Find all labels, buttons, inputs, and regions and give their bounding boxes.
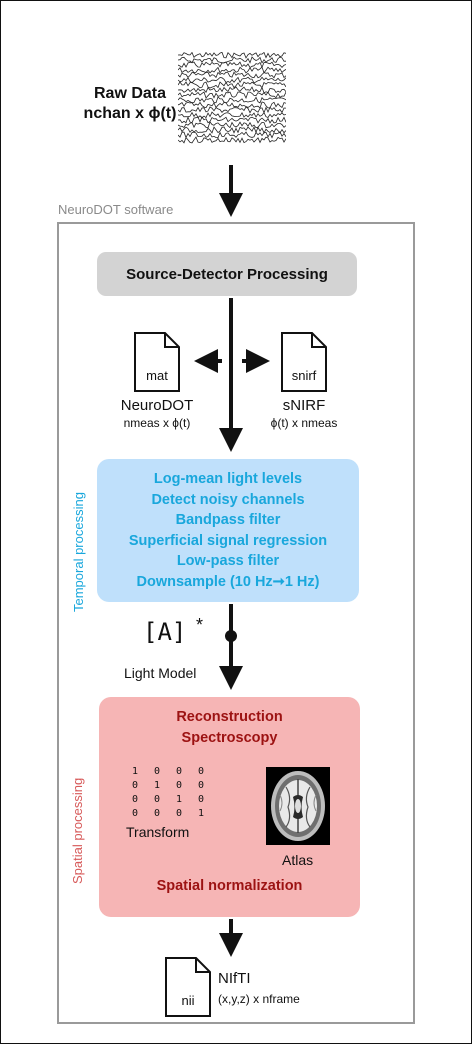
signal-trace bbox=[178, 76, 286, 84]
snirf-dims: ϕ(t) x nmeas bbox=[270, 416, 338, 430]
signal-trace bbox=[178, 106, 286, 114]
signal-trace bbox=[178, 66, 286, 74]
raw-data-title: Raw Data bbox=[93, 85, 167, 102]
signal-trace bbox=[178, 96, 286, 104]
signal-trace bbox=[178, 131, 286, 139]
signal-trace bbox=[178, 101, 286, 109]
mat-icon-text: mat bbox=[146, 368, 168, 383]
temporal-step-noisy: Detect noisy channels bbox=[151, 491, 305, 508]
snirf-icon-text: snirf bbox=[291, 368, 317, 383]
spatial-side-label: Spatial processing bbox=[70, 777, 85, 884]
temporal-step-lowpass: Low-pass filter bbox=[176, 553, 280, 569]
spatial-step-spectroscopy: Spectroscopy bbox=[181, 730, 278, 746]
nii-file-icon bbox=[165, 957, 211, 1017]
nifti-dims: (x,y,z) x nframe bbox=[218, 992, 300, 1006]
raw-data-label: Raw Data nchan x ϕ(t) bbox=[70, 84, 190, 124]
raw-signal-traces bbox=[178, 52, 286, 144]
snirf-label: sNIRF bbox=[282, 397, 326, 414]
temporal-step-log-mean: Log-mean light levels bbox=[153, 471, 303, 487]
temporal-side-label: Temporal processing bbox=[71, 492, 86, 612]
signal-trace bbox=[178, 91, 286, 100]
light-model-node bbox=[225, 630, 237, 642]
temporal-step-downsample: Downsample (10 Hz➞1 Hz) bbox=[136, 573, 320, 590]
software-label: NeuroDOT software bbox=[58, 202, 174, 217]
atlas-label: Atlas bbox=[282, 852, 314, 868]
mat-file-icon bbox=[134, 332, 180, 392]
light-model-label: Light Model bbox=[124, 665, 197, 681]
signal-trace bbox=[178, 81, 286, 89]
signal-trace bbox=[178, 52, 286, 59]
spatial-normalization: Spatial normalization bbox=[156, 878, 303, 894]
light-model-star: * bbox=[196, 615, 204, 635]
software-box bbox=[57, 222, 415, 1024]
transform-label: Transform bbox=[126, 824, 190, 840]
signal-trace bbox=[178, 136, 286, 144]
raw-data-dims: nchan x ϕ(t) bbox=[83, 105, 177, 122]
signal-trace bbox=[178, 61, 286, 69]
nii-icon-text: nii bbox=[181, 993, 195, 1008]
light-model-matrix: [A] bbox=[143, 618, 187, 646]
spatial-steps: Reconstruction Spectroscopy bbox=[99, 707, 360, 749]
signal-trace bbox=[178, 121, 286, 129]
brain-atlas-image bbox=[266, 767, 330, 845]
source-detector-box: Source-Detector Processing bbox=[97, 252, 357, 296]
mat-dims: nmeas x ϕ(t) bbox=[123, 416, 191, 430]
mat-label: NeuroDOT bbox=[120, 397, 194, 414]
signal-trace bbox=[178, 111, 286, 119]
signal-trace bbox=[178, 126, 286, 134]
spatial-step-reconstruction: Reconstruction bbox=[176, 709, 283, 725]
temporal-processing-box: Log-mean light levels Detect noisy chann… bbox=[97, 459, 359, 602]
nifti-label: NIfTI bbox=[218, 970, 251, 987]
snirf-file-icon bbox=[281, 332, 327, 392]
signal-trace bbox=[178, 116, 286, 124]
temporal-step-ssr: Superficial signal regression bbox=[128, 532, 328, 549]
temporal-step-bandpass: Bandpass filter bbox=[175, 512, 281, 528]
signal-trace bbox=[178, 71, 286, 79]
signal-trace bbox=[178, 56, 286, 64]
